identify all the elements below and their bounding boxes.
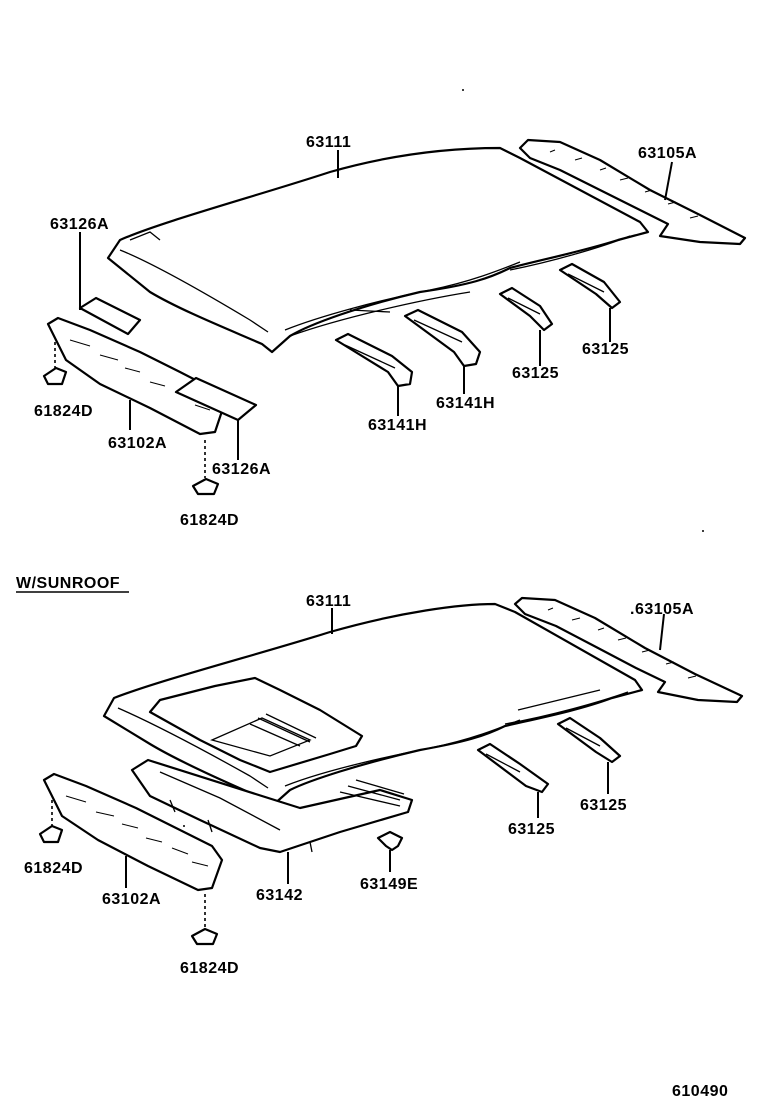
label-bow-63125-c: 63125 — [508, 821, 555, 838]
label-roof-panel-lower: 63111 — [306, 593, 351, 610]
clip-bottom-upper — [191, 477, 220, 496]
sunroof-reinforcement-frame — [130, 758, 414, 854]
label-clip-bottom-upper: 61824D — [180, 512, 239, 529]
label-sunroof-reinforcement: 63142 — [256, 887, 303, 904]
label-clip-left-lower: 61824D — [24, 860, 83, 877]
label-rear-header-upper: 63105A — [638, 145, 697, 162]
clip-bottom-lower — [190, 927, 219, 946]
label-roof-panel-upper: 63111 — [306, 134, 351, 151]
header-pad-left — [78, 296, 142, 336]
roof-bow-63125-d — [556, 716, 622, 764]
label-bow-63141h-a: 63141H — [368, 417, 427, 434]
label-header-pad-right: 63126A — [212, 461, 271, 478]
label-bow-63125-b: 63125 — [582, 341, 629, 358]
label-bracket-63149e: 63149E — [360, 876, 418, 893]
lower-assembly-sunroof: W/SUNROOF — [16, 575, 744, 977]
upper-assembly: 63111 63105A 63126A 61824D 63102A 63126A… — [34, 89, 747, 532]
rear-header-lower — [513, 596, 744, 704]
label-bow-63125-a: 63125 — [512, 365, 559, 382]
label-bow-63141h-b: 63141H — [436, 395, 495, 412]
roof-panel-lower — [102, 602, 644, 808]
label-front-header-upper: 63102A — [108, 435, 167, 452]
roof-bow-63141h-a — [334, 332, 414, 388]
clip-left-lower — [38, 824, 64, 844]
header-pad-right — [174, 376, 258, 422]
front-header-lower — [42, 772, 224, 892]
label-front-header-lower: 63102A — [102, 891, 161, 908]
bracket-63149e — [376, 830, 404, 852]
rear-header-upper — [518, 138, 747, 246]
section-title-sunroof: W/SUNROOF — [16, 575, 120, 592]
roof-bow-63125-c — [476, 742, 550, 794]
label-header-pad-left: 63126A — [50, 216, 109, 233]
roof-bow-63125-b — [558, 262, 622, 310]
label-clip-left-upper: 61824D — [34, 403, 93, 420]
diagram-number: 610490 — [672, 1083, 728, 1100]
label-rear-header-lower: .63105A — [630, 601, 694, 618]
label-clip-bottom-lower: 61824D — [180, 960, 239, 977]
label-bow-63125-d: 63125 — [580, 797, 627, 814]
roof-bow-63141h-b — [403, 308, 482, 368]
roof-bow-63125-a — [498, 286, 554, 332]
roof-panel-upper — [106, 146, 650, 354]
clip-left-upper — [42, 366, 68, 386]
